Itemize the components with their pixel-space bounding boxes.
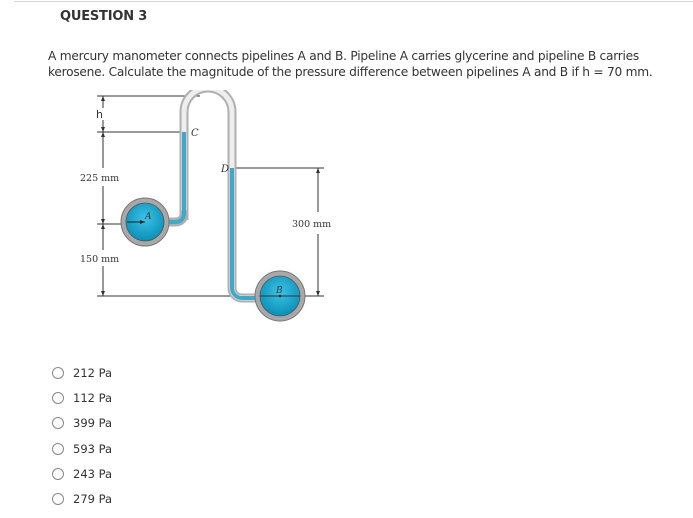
answer-option[interactable]: 212 Pa [52,360,112,385]
label-b: B [275,286,283,296]
answer-label: 399 Pa [73,416,113,431]
dim-300mm: 300 mm [292,219,331,230]
answer-label: 112 Pa [73,390,113,405]
label-d: D [220,164,229,175]
answer-option[interactable]: 279 Pa [52,486,112,511]
answer-label: 593 Pa [73,441,113,456]
answer-label: 279 Pa [73,492,113,507]
answer-option[interactable]: 243 Pa [52,461,112,486]
question-title: QUESTION 3 [60,9,148,24]
answer-options: 212 Pa 112 Pa 399 Pa 593 Pa 243 Pa 279 P… [52,360,112,512]
dim-225mm: 225 mm [80,173,119,184]
answer-label: 212 Pa [73,365,113,380]
question-text: A mercury manometer connects pipelines A… [48,49,653,79]
dim-150mm: 150 mm [80,254,119,265]
top-divider [14,1,693,2]
label-c: C [191,128,199,139]
radio-button[interactable] [52,391,64,404]
radio-button[interactable] [52,366,64,379]
label-a: A [144,212,152,222]
answer-label: 243 Pa [73,466,113,481]
radio-button[interactable] [52,417,64,430]
label-h: h [96,108,103,121]
answer-option[interactable]: 399 Pa [52,411,112,436]
radio-button[interactable] [52,493,64,506]
answer-option[interactable]: 112 Pa [52,385,112,410]
manometer-figure: h C D A B 225 mm 150 mm 300 mm [60,90,360,340]
answer-option[interactable]: 593 Pa [52,436,112,461]
radio-button[interactable] [52,442,64,455]
radio-button[interactable] [52,467,64,480]
